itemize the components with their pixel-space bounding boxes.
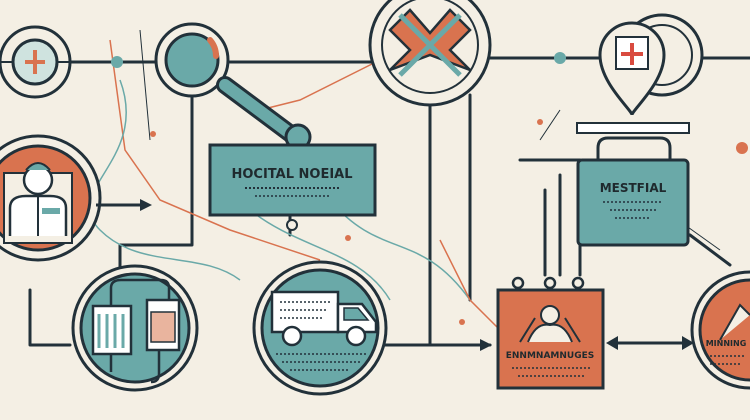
delivery-van-icon — [252, 260, 388, 396]
connector-dots — [111, 52, 748, 325]
right-circle-label: MINNING — [706, 339, 747, 348]
arrowhead-doctor — [140, 199, 152, 211]
medical-pin-icon — [598, 13, 704, 116]
team-box-label: ENNMNAMNUGES — [506, 351, 594, 361]
connector-lines — [28, 56, 750, 347]
medical-kit-icon: MESTFIAL — [576, 122, 690, 247]
team-icon: ENNMNAMNUGES — [496, 276, 605, 390]
medical-kit-label: MESTFIAL — [600, 181, 667, 195]
hospital-sign: HOCITAL NOEIAL — [208, 143, 377, 231]
hospital-sign-label: HOCITAL NOEIAL — [231, 167, 352, 182]
magnifier-icon — [154, 22, 312, 151]
right-circle: MINNING — [690, 270, 750, 390]
doctor-icon — [0, 134, 102, 262]
double-arrow — [606, 336, 694, 350]
crossed-tools-icon — [368, 0, 492, 107]
target-icon — [0, 25, 80, 99]
lab-equipment-icon — [71, 264, 199, 392]
arrowhead-team — [480, 339, 492, 351]
